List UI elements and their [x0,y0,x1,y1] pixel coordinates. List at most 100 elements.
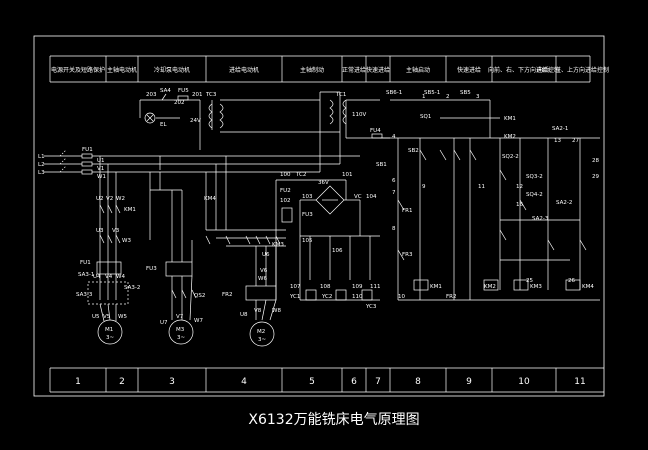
label-203: 203 [146,92,157,98]
label-el: EL [160,122,167,128]
header-cell-3: 冷却泵电动机 [154,66,190,74]
label-sb5-1: SB5-1 [424,90,440,96]
label-node-29: 29 [592,174,599,180]
label-node-10: 10 [398,294,405,300]
label-v7: V7 [176,314,184,320]
header-cell-2: 主轴电动机 [107,66,137,74]
label-fu1b: FU1 [80,260,91,266]
label-102: 102 [280,198,291,204]
label-sb1: SB1 [376,162,387,168]
column-number-6: 6 [351,377,357,387]
label-node-8: 8 [392,226,396,232]
header-cell-7: 快速进给 [366,66,390,74]
label-node-25: 25 [526,278,533,284]
label-m1-type: 3~ [106,335,114,341]
label-fr2b: FR2 [446,294,456,300]
label-109: 109 [352,284,363,290]
label-fu3b: FU3 [302,212,313,218]
label-km3: KM3 [272,242,284,248]
label-fu1: FU1 [82,147,93,153]
label-105: 105 [302,238,313,244]
label-node-4: 4 [392,134,396,140]
label-w3: W3 [122,238,131,244]
label-sq4-2: SQ4-2 [526,192,543,198]
column-number-7: 7 [375,377,381,387]
label-yc1: YC1 [289,294,300,300]
column-number-2: 2 [119,377,125,387]
header-cell-11: 向后、左、上方向进给控制 [537,66,609,74]
label-node-28: 28 [592,158,599,164]
label-13: 13 [554,138,561,144]
header-cell-8: 主轴启动 [406,66,430,74]
label-111: 111 [370,284,381,290]
label-km1: KM1 [124,207,136,213]
label-sq2-2: SQ2-2 [502,154,519,160]
label-v5: V5 [103,314,111,320]
label-node-1: 1 [422,94,426,100]
label-node-2: 2 [446,94,450,100]
label-w6: W6 [258,276,267,282]
label-fr1: FR1 [402,208,412,214]
label-v4: V4 [105,274,113,280]
label-tc1: TC1 [335,92,346,98]
label-sb5: SB5 [460,90,471,96]
label-v8: V8 [254,308,262,314]
label-node-6: 6 [392,178,396,184]
label-node-16: 16 [516,202,523,208]
label-km4: KM4 [204,196,216,202]
label-107: 107 [290,284,301,290]
label-km3-coil: KM3 [530,284,542,290]
label-w8: W8 [272,308,281,314]
column-number-1: 1 [75,377,81,387]
label-u1: U1 [97,158,105,164]
column-number-4: 4 [241,377,247,387]
column-number-11: 11 [574,377,585,387]
label-tc2: TC2 [295,172,306,178]
header-cell-5: 主轴制动 [300,66,324,74]
label-node-12: 12 [516,184,523,190]
label-100: 100 [280,172,291,178]
label-fr3: FR3 [402,252,413,258]
label-v3: V3 [112,228,120,234]
label-v2: V2 [106,196,113,202]
label-node-7: 7 [392,190,396,196]
column-number-10: 10 [518,377,530,387]
label-202: 202 [174,100,185,106]
power-wiring [44,91,600,347]
label-103: 103 [302,194,313,200]
label-36v: 36V [318,180,329,186]
label-l1: L1 [38,154,45,160]
label-km4-coil: KM4 [582,284,594,290]
label-m2: M2 [257,329,265,335]
label-sa4: SA4 [160,88,171,94]
label-l3: L3 [38,170,45,176]
label-node-3: 3 [476,94,480,100]
label-u5: U5 [92,314,100,320]
label-sb2: SB2 [408,148,419,154]
label-108: 108 [320,284,331,290]
column-row [49,367,604,393]
label-yc3: YC3 [365,304,377,310]
label-l2: L2 [38,162,45,168]
header-cell-6: 正常进给 [342,66,366,74]
label-m3-type: 3~ [177,335,185,341]
label-v6: V6 [260,268,268,274]
component-labels: L1 L2 L3 FU1 U1 V1 W1 U2 V2 W2 KM1 U3 V3… [38,88,599,343]
drawing-frame [33,35,605,397]
column-number-8: 8 [415,377,421,387]
label-sq1: SQ1 [420,114,431,120]
column-number-3: 3 [169,377,175,387]
label-tc3: TC3 [205,92,217,98]
label-sq3-2: SQ3-2 [526,174,543,180]
label-fu5: FU5 [178,88,189,94]
label-km2-aux: KM2 [504,134,516,140]
label-m1: M1 [105,327,113,333]
label-node-26: 26 [568,278,575,284]
label-sa2-1: SA2-1 [552,126,568,132]
label-fu4: FU4 [370,128,381,134]
label-sa2-3: SA2-3 [532,216,549,222]
label-u4: U4 [93,274,101,280]
label-qs2: QS2 [194,293,205,299]
label-sa3-3: SA3-3 [76,292,93,298]
